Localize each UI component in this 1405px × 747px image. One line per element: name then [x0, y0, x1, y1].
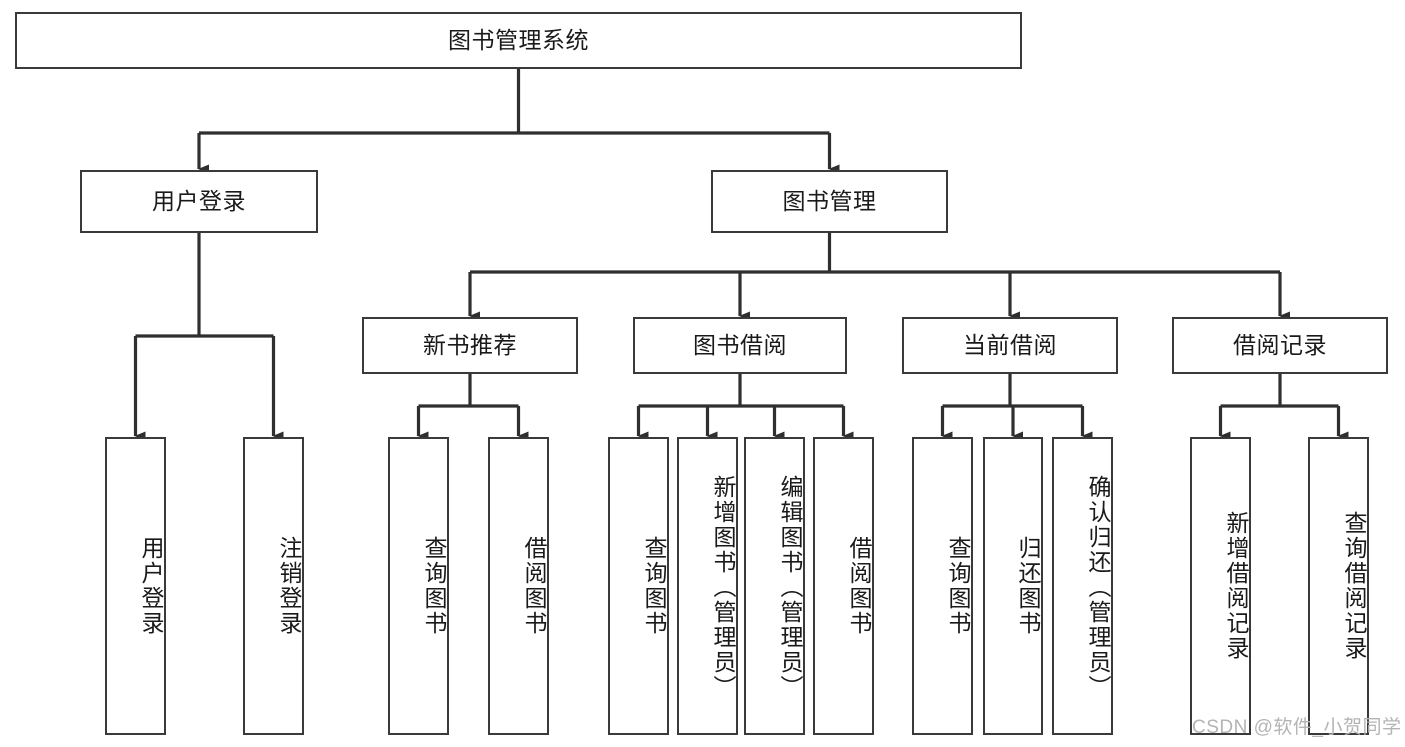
leaf-node-add-book-admin[interactable]: 新增图书（管理员） — [677, 437, 738, 735]
node-label: 借阅记录 — [1233, 331, 1327, 358]
node-label: 当前借阅 — [963, 331, 1057, 358]
node-label: 归还图书 — [1015, 536, 1041, 636]
node-label: 图书管理 — [782, 187, 877, 214]
node-book-manage[interactable]: 图书管理 — [711, 170, 948, 233]
node-label: 用户登录 — [152, 187, 246, 214]
node-label: 新书推荐 — [423, 331, 517, 358]
node-label: 确认归还（管理员） — [1085, 474, 1111, 700]
leaf-node-query-borrow-record[interactable]: 查询借阅记录 — [1308, 437, 1369, 735]
node-borrow-record[interactable]: 借阅记录 — [1172, 317, 1388, 374]
node-book-borrow[interactable]: 图书借阅 — [633, 317, 847, 374]
node-label: 查询图书 — [641, 536, 667, 636]
node-label: 查询借阅记录 — [1341, 511, 1367, 661]
node-label: 借阅图书 — [846, 536, 872, 636]
node-label: 借阅图书 — [521, 536, 547, 636]
leaf-node-user-login[interactable]: 用户登录 — [105, 437, 166, 735]
leaf-node-logout[interactable]: 注销登录 — [243, 437, 304, 735]
node-current-borrow[interactable]: 当前借阅 — [902, 317, 1118, 374]
leaf-node-return-book[interactable]: 归还图书 — [983, 437, 1043, 735]
node-root[interactable]: 图书管理系统 — [15, 12, 1022, 69]
node-label: 注销登录 — [276, 536, 302, 636]
node-label: 查询图书 — [945, 536, 971, 636]
leaf-node-query-book-2[interactable]: 查询图书 — [608, 437, 669, 735]
leaf-node-borrow-book-1[interactable]: 借阅图书 — [488, 437, 549, 735]
node-label: 用户登录 — [138, 536, 164, 636]
leaf-node-add-borrow-record[interactable]: 新增借阅记录 — [1190, 437, 1251, 735]
leaf-node-borrow-book-2[interactable]: 借阅图书 — [813, 437, 874, 735]
node-new-book-recommend[interactable]: 新书推荐 — [362, 317, 578, 374]
node-user-login[interactable]: 用户登录 — [80, 170, 318, 233]
node-label: 图书管理系统 — [448, 26, 589, 53]
leaf-node-edit-book-admin[interactable]: 编辑图书（管理员） — [744, 437, 805, 735]
leaf-node-confirm-return-admin[interactable]: 确认归还（管理员） — [1052, 437, 1113, 735]
node-label: 编辑图书（管理员） — [777, 474, 803, 700]
csdn-watermark: CSDN @软件_小贺同学 — [1192, 717, 1402, 738]
node-label: 新增图书（管理员） — [710, 474, 736, 700]
node-label: 新增借阅记录 — [1223, 511, 1249, 661]
leaf-node-query-book-1[interactable]: 查询图书 — [388, 437, 449, 735]
node-label: 图书借阅 — [693, 331, 787, 358]
node-label: 查询图书 — [421, 536, 447, 636]
leaf-node-query-book-3[interactable]: 查询图书 — [912, 437, 973, 735]
